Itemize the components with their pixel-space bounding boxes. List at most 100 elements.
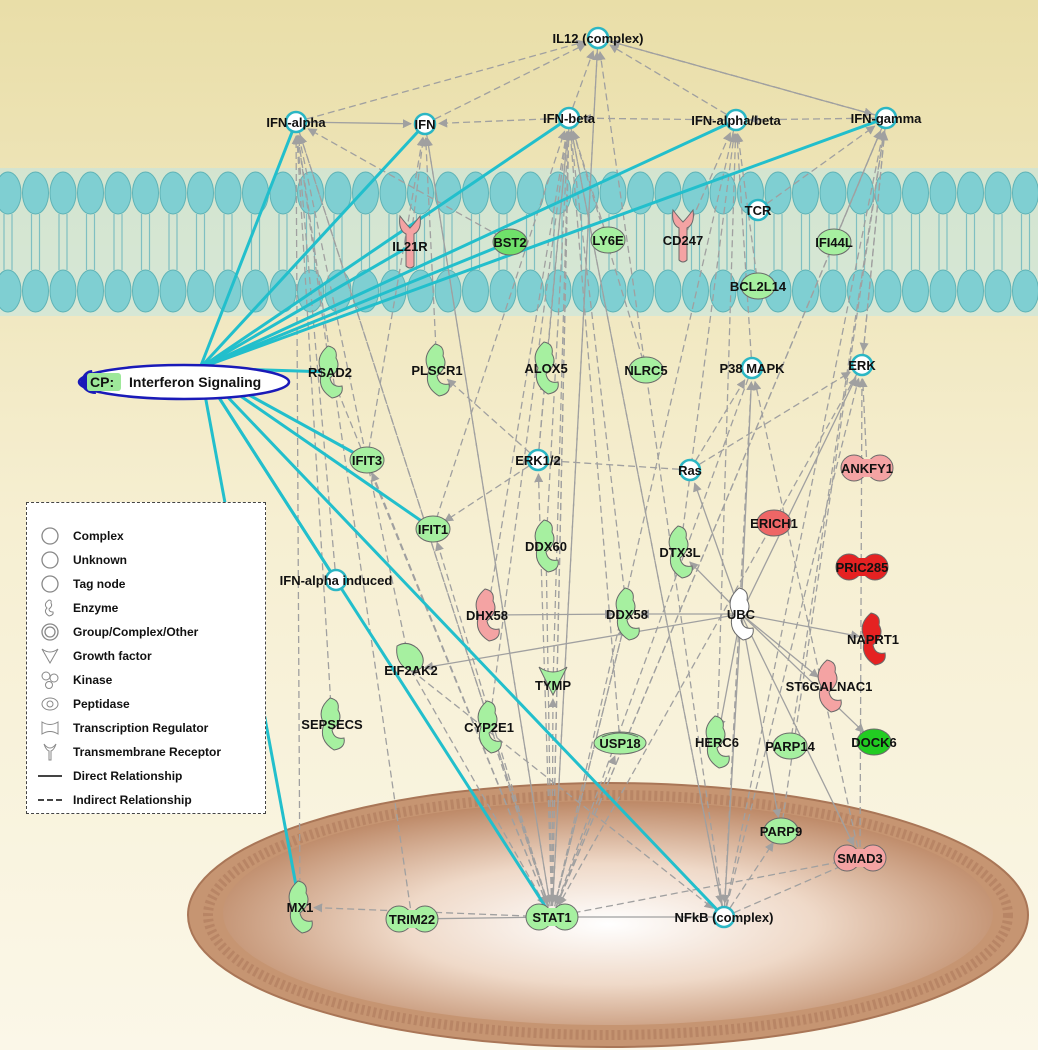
node-ras[interactable]: Ras [678,458,702,482]
node-cyp2e1[interactable]: CYP2E1 [464,700,514,754]
circle-icon [37,550,63,570]
transcription-regulator-icon [37,718,63,738]
node-p38[interactable]: P38 MAPK [719,356,785,380]
node-erich1[interactable]: ERICH1 [750,509,798,537]
node-erk[interactable]: ERK [848,353,876,377]
node-ubc[interactable]: UBC [727,587,756,641]
node-ankfy1[interactable]: ANKFY1 [840,454,894,482]
edge-eif2ak2-stat1 [410,669,546,906]
node-herc6[interactable]: HERC6 [695,715,739,769]
edge-tymp-ifnb [552,131,573,686]
node-st6galnac1[interactable]: ST6GALNAC1 [786,659,873,713]
cp-link-ifnab [199,118,737,370]
node-bst2[interactable]: BST2 [492,228,528,256]
node-label-alox5: ALOX5 [524,361,567,376]
node-dhx58[interactable]: DHX58 [466,588,508,642]
node-tcr[interactable]: TCR [745,198,772,222]
node-eif2ak2[interactable]: EIF2AK2 [384,642,438,678]
node-il12[interactable]: IL12 (complex) [552,26,644,50]
node-label-erich1: ERICH1 [750,516,798,531]
edge-ras-erk12 [551,456,691,471]
edge-erk-stat1 [558,364,863,906]
legend-label: Complex [73,529,124,543]
node-label-ddx58: DDX58 [606,607,648,622]
receptor-icon [37,742,63,762]
node-dock6[interactable]: DOCK6 [851,728,897,756]
node-ifi44l[interactable]: IFI44L [815,228,853,256]
node-label-il21r: IL21R [392,239,428,254]
edge-ddx58-stat1 [552,613,628,905]
node-naprt1[interactable]: NAPRT1 [847,612,899,666]
node-tymp[interactable]: TYMP [535,666,571,697]
node-cd247[interactable]: CD247 [663,208,703,263]
node-sepsecs[interactable]: SEPSECS [301,697,363,751]
edge-ubc-smad3 [740,613,855,847]
node-parp9[interactable]: PARP9 [760,817,802,845]
edge-ifit1-ifnb [432,130,567,530]
legend-label: Direct Relationship [73,769,183,783]
node-ifit3[interactable]: IFIT3 [349,446,385,474]
node-label-ifnab: IFN-alpha/beta [691,113,781,128]
edge-ifnab-ifnb [582,113,737,123]
node-parp14[interactable]: PARP14 [765,732,816,760]
node-usp18[interactable]: USP18 [593,731,647,755]
node-bcl2l14[interactable]: BCL2L14 [730,272,787,300]
node-ifnab[interactable]: IFN-alpha/beta [691,108,782,132]
node-ifng[interactable]: IFN-gamma [851,106,923,130]
node-ifna[interactable]: IFN-alpha [266,110,326,134]
node-ddx60[interactable]: DDX60 [525,519,567,573]
node-stat1[interactable]: STAT1 [525,903,579,931]
edge-parp9-ifng [780,130,888,832]
legend-label: Unknown [73,553,127,567]
node-ifit1[interactable]: IFIT1 [415,515,451,543]
node-label-p38: P38 MAPK [719,361,785,376]
edge-ankfy1-erk [858,378,868,469]
cp-name: Interferon Signaling [129,374,261,390]
node-label-ddx60: DDX60 [525,539,567,554]
edge-stat1-usp18 [551,755,617,918]
edge-ifng-erk [859,117,887,352]
node-alox5[interactable]: ALOX5 [524,341,568,395]
node-nlrc5[interactable]: NLRC5 [624,356,668,384]
node-ddx58[interactable]: DDX58 [606,587,648,641]
edge-ras-erk [689,371,851,471]
node-nfkb[interactable]: NFkB (complex) [675,905,774,929]
node-dtx3l[interactable]: DTX3L [659,525,701,579]
node-label-ifna: IFN-alpha [266,115,326,130]
node-plscr1[interactable]: PLSCR1 [411,343,463,397]
node-trim22[interactable]: TRIM22 [385,905,439,933]
legend-item: Enzyme [37,597,118,619]
node-label-parp9: PARP9 [760,824,802,839]
edge-stat1-mx1 [313,903,553,918]
node-label-ankfy1: ANKFY1 [841,461,893,476]
edge-erk12-ifit1 [443,459,539,522]
edge-ras-p38 [689,379,746,471]
node-label-herc6: HERC6 [695,735,739,750]
edge-nfkb-erk [723,377,862,918]
node-label-cyp2e1: CYP2E1 [464,720,514,735]
edge-bst2-ifna [307,128,511,243]
node-ifnb[interactable]: IFN-beta [543,106,596,130]
canonical-pathway-node[interactable]: CP: Interferon Signaling [77,363,291,401]
node-rsad2[interactable]: RSAD2 [308,345,352,399]
cp-link-nfkb [198,366,726,919]
node-erk12[interactable]: ERK1/2 [515,448,561,472]
node-mx1[interactable]: MX1 [287,880,314,934]
cp-link-ifng [199,116,887,370]
solid-line-icon [37,766,63,786]
edge-il12-stat1 [548,37,599,904]
legend-label: Growth factor [73,649,152,663]
node-ifnainduced[interactable]: IFN-alpha induced [280,568,393,592]
legend-label: Transmembrane Receptor [73,745,222,759]
node-il21r[interactable]: IL21R [392,214,428,269]
node-smad3[interactable]: SMAD3 [833,844,887,872]
circle-icon [37,574,63,594]
peptidase-icon [37,694,63,714]
node-ifn[interactable]: IFN [413,112,437,136]
node-pric285[interactable]: PRIC285 [835,553,889,581]
node-ly6e[interactable]: LY6E [590,226,626,254]
legend-item: Kinase [37,669,112,691]
node-label-ly6e: LY6E [592,233,624,248]
